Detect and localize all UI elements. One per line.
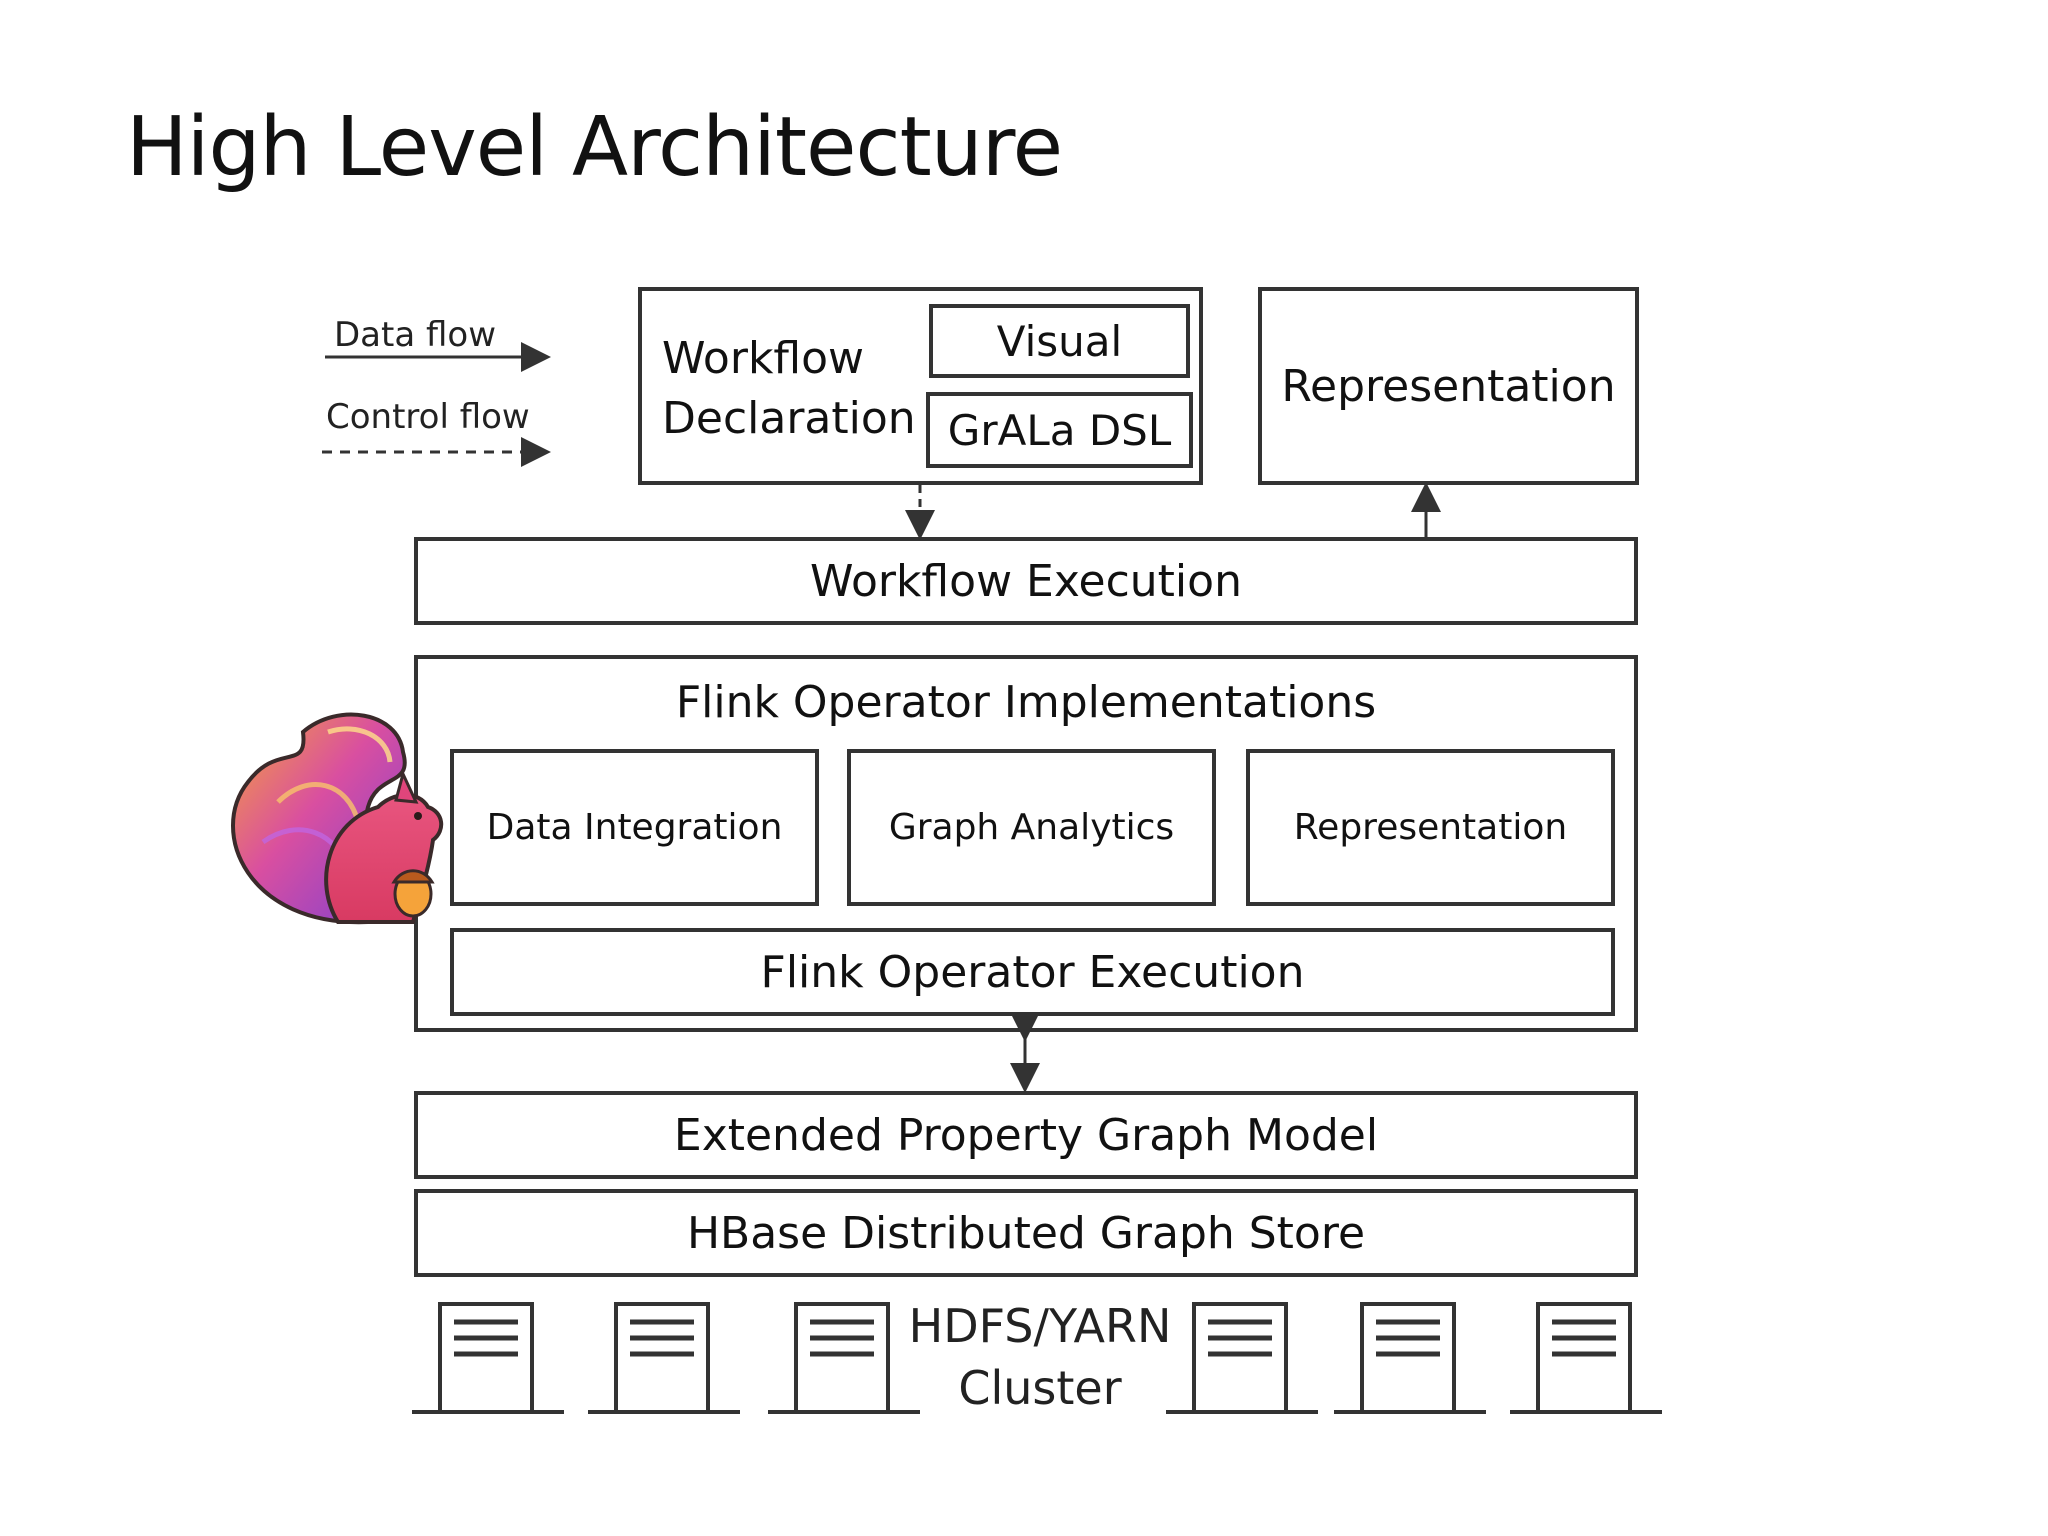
flink-operator-implementations-title: Flink Operator Implementations [675,677,1377,728]
workflow-declaration-label-line1: Workflow [662,333,865,384]
representation-box: Representation [1258,287,1639,485]
legend-control-flow-label: Control flow [326,397,530,437]
server-icon [1334,1302,1486,1414]
squirrel-logo [231,712,444,925]
grala-dsl-box: GrALa DSL [926,392,1193,468]
visual-box: Visual [929,304,1190,378]
cluster-label: HDFS/YARN Cluster [900,1295,1180,1419]
workflow-execution-box: Workflow Execution [414,537,1638,625]
cluster-label-line1: HDFS/YARN [908,1299,1172,1353]
representation-operator-box: Representation [1246,749,1615,906]
flink-operator-implementations-box: Flink Operator Implementations Data Inte… [414,655,1638,1032]
hbase-box: HBase Distributed Graph Store [414,1189,1638,1277]
data-integration-box: Data Integration [450,749,819,906]
workflow-declaration-box: Workflow Declaration Visual GrALa DSL [638,287,1203,485]
legend-data-flow-label: Data flow [334,315,497,355]
cluster-label-line2: Cluster [958,1361,1122,1415]
graph-analytics-box: Graph Analytics [847,749,1216,906]
slide-title: High Level Architecture [126,100,1063,195]
server-icon [1166,1302,1318,1414]
server-icon [588,1302,740,1414]
epgm-box: Extended Property Graph Model [414,1091,1638,1179]
server-icon [768,1302,920,1414]
server-icon [412,1302,564,1414]
workflow-declaration-label-line2: Declaration [662,393,916,444]
server-icon [1510,1302,1662,1414]
